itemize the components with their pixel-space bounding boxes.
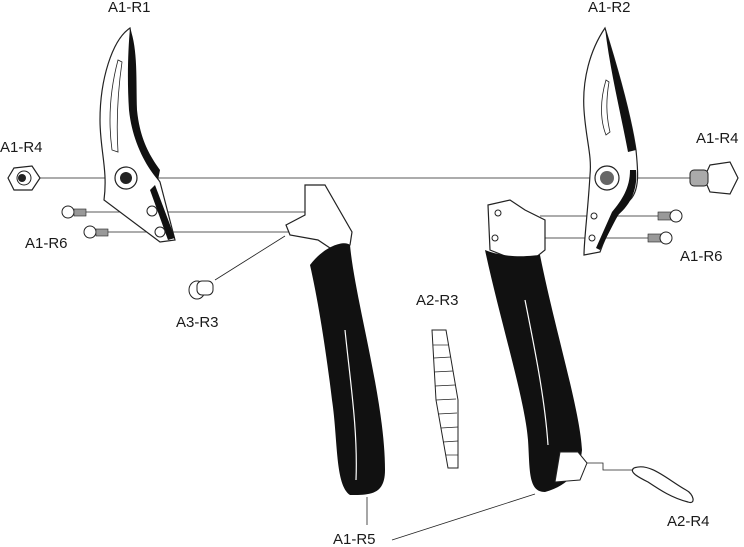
label-a3-r3: A3-R3 <box>176 314 219 331</box>
upper-blade-a1-r1 <box>99 26 176 243</box>
label-a1-r4-right: A1-R4 <box>696 130 739 147</box>
a2r4-leader <box>587 462 632 471</box>
label-a1-r2: A1-R2 <box>588 0 631 16</box>
nut-a1-r4-left <box>7 165 41 191</box>
label-a1-r5: A1-R5 <box>333 531 376 547</box>
bolt-a1-r4-right <box>689 161 739 195</box>
screws-a1-r6-left <box>61 205 109 239</box>
left-handle-a1-r5 <box>285 184 385 495</box>
pin-a3-r3 <box>188 280 214 300</box>
screws-a1-r6-right <box>647 209 683 245</box>
a3r3-leader <box>214 235 286 281</box>
label-a2-r4: A2-R4 <box>667 513 710 530</box>
a1r5-leader-2 <box>391 493 536 541</box>
loop-a2-r4 <box>631 466 694 504</box>
label-a1-r4-left: A1-R4 <box>0 139 43 156</box>
label-a1-r6-left: A1-R6 <box>25 235 68 252</box>
right-handle-a1-r5 <box>485 199 588 492</box>
label-a2-r3: A2-R3 <box>416 292 459 309</box>
spring-a2-r3 <box>431 329 459 469</box>
lower-blade-a1-r2 <box>583 26 639 256</box>
label-a1-r6-right: A1-R6 <box>680 248 723 265</box>
label-a1-r1: A1-R1 <box>108 0 151 16</box>
